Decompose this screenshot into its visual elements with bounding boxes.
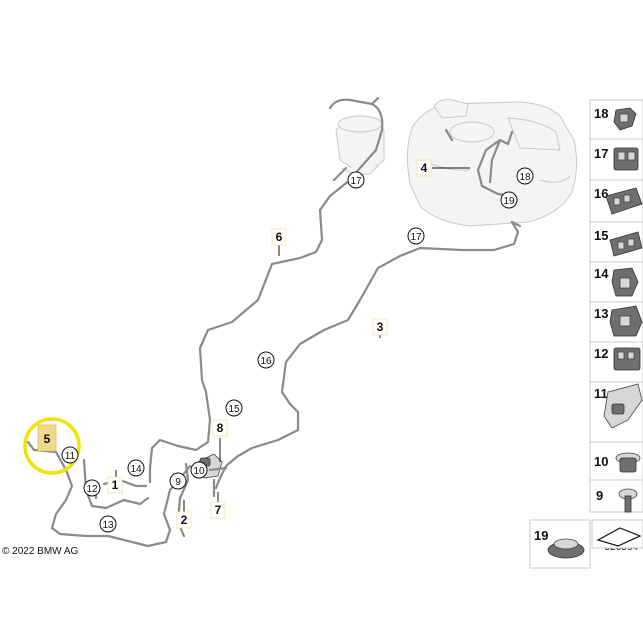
svg-text:3: 3 — [377, 320, 384, 334]
legend-item-12[interactable]: 12 — [594, 346, 641, 371]
legend-item-13[interactable]: 13 — [594, 305, 643, 337]
callout-2: 2 — [176, 511, 192, 529]
svg-text:14: 14 — [130, 464, 142, 475]
svg-text:16: 16 — [260, 356, 272, 367]
legend-item-11[interactable]: 11 — [594, 383, 643, 429]
svg-text:17: 17 — [594, 146, 608, 161]
circle-callout-12: 12 — [83, 479, 101, 497]
svg-text:12: 12 — [594, 346, 608, 361]
highlighted-callout-5[interactable]: 5 — [23, 417, 81, 475]
circle-callout-16: 16 — [257, 351, 275, 369]
callout-8: 8 — [212, 419, 228, 437]
svg-text:17: 17 — [410, 232, 422, 243]
circle-callout-11: 11 — [61, 446, 79, 464]
circle-callout-14: 14 — [127, 459, 145, 477]
svg-text:15: 15 — [594, 228, 608, 243]
callout-6: 6 — [271, 228, 287, 246]
legend-item-18[interactable]: 18 — [594, 106, 637, 131]
circle-callout-10: 10 — [190, 461, 208, 479]
circle-callout-13: 13 — [99, 515, 117, 533]
callout-4: 4 — [416, 159, 432, 177]
svg-text:9: 9 — [175, 477, 181, 488]
svg-text:18: 18 — [594, 106, 608, 121]
circle-callout-15: 15 — [225, 399, 243, 417]
svg-text:13: 13 — [102, 520, 114, 531]
svg-text:13: 13 — [594, 306, 608, 321]
svg-text:9: 9 — [596, 488, 603, 503]
svg-text:1: 1 — [112, 478, 119, 492]
svg-text:6: 6 — [276, 230, 283, 244]
svg-text:11: 11 — [65, 451, 76, 462]
svg-text:19: 19 — [534, 528, 548, 543]
circle-callout-17-right: 17 — [407, 227, 425, 245]
callout-7: 7 — [210, 501, 226, 519]
svg-text:14: 14 — [594, 266, 609, 281]
svg-text:10: 10 — [193, 466, 205, 477]
svg-text:18: 18 — [519, 172, 531, 183]
svg-text:17: 17 — [350, 176, 362, 187]
svg-text:19: 19 — [503, 196, 515, 207]
legend-item-14[interactable]: 14 — [594, 266, 639, 297]
svg-text:16: 16 — [594, 186, 608, 201]
legend-item-17[interactable]: 17 — [594, 146, 639, 171]
callout-1: 1 — [107, 476, 123, 494]
svg-text:11: 11 — [594, 386, 608, 401]
legend-item-15[interactable]: 15 — [594, 228, 643, 257]
circle-callout-19: 19 — [500, 191, 518, 209]
legend-item-9[interactable]: 9 — [596, 488, 638, 513]
svg-text:5: 5 — [44, 432, 51, 446]
legend-item-10[interactable]: 10 — [594, 452, 641, 473]
fuel-line-4 — [444, 128, 516, 198]
legend-item-19[interactable]: 19 — [529, 519, 591, 569]
callout-3: 3 — [372, 318, 388, 336]
legend-arrow-box — [591, 519, 643, 549]
leader-lines — [115, 167, 470, 514]
circle-callout-17-upper: 17 — [347, 171, 365, 189]
fuel-line-6 — [148, 96, 384, 484]
fuel-line-3 — [214, 220, 522, 490]
legend-item-16[interactable]: 16 — [594, 186, 643, 215]
svg-text:2: 2 — [181, 513, 188, 527]
svg-text:15: 15 — [228, 404, 240, 415]
svg-text:7: 7 — [215, 503, 222, 517]
circle-callout-9: 9 — [169, 472, 187, 490]
circle-callout-18: 18 — [516, 167, 534, 185]
svg-text:12: 12 — [86, 484, 98, 495]
svg-text:10: 10 — [594, 454, 608, 469]
copyright-text: © 2022 BMW AG — [2, 546, 79, 557]
svg-text:4: 4 — [421, 161, 428, 175]
svg-text:8: 8 — [217, 421, 224, 435]
